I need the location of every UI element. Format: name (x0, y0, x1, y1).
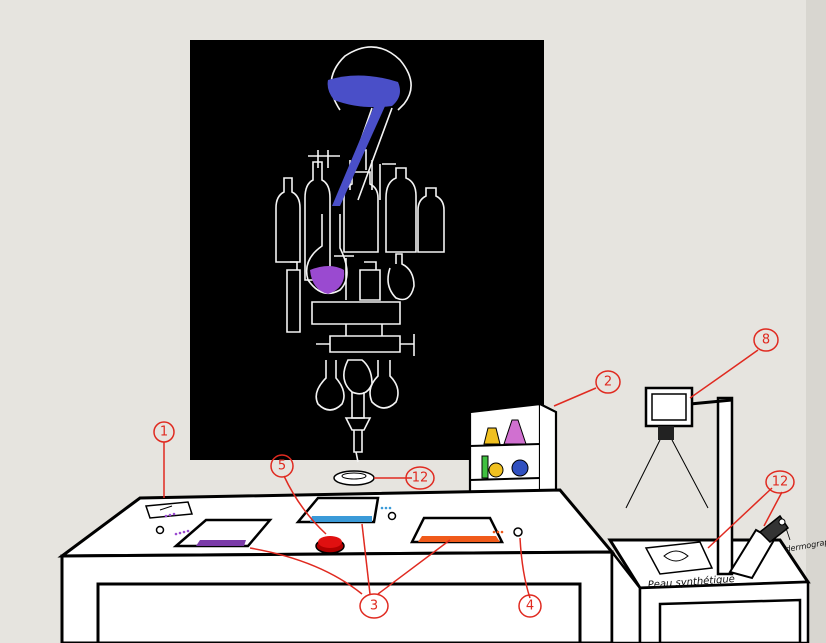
svg-text:3: 3 (370, 599, 378, 614)
tray-orange (412, 518, 502, 542)
knob-center[interactable] (389, 513, 396, 520)
indicator-dots-blue (381, 507, 392, 510)
svg-text:8: 8 (762, 333, 770, 348)
knob-left[interactable] (157, 527, 164, 534)
svg-text:12: 12 (412, 471, 429, 486)
svg-text:2: 2 (604, 375, 612, 390)
indicator-dots-orange (493, 531, 504, 534)
side-table (610, 540, 808, 643)
svg-text:1: 1 (160, 425, 168, 440)
petri-dish (334, 471, 374, 485)
svg-text:12: 12 (772, 475, 789, 490)
knob-right[interactable] (514, 528, 522, 536)
glassware-poster (190, 40, 544, 462)
svg-text:5: 5 (278, 459, 286, 474)
svg-text:4: 4 (526, 599, 534, 614)
red-push-button[interactable] (316, 536, 344, 553)
